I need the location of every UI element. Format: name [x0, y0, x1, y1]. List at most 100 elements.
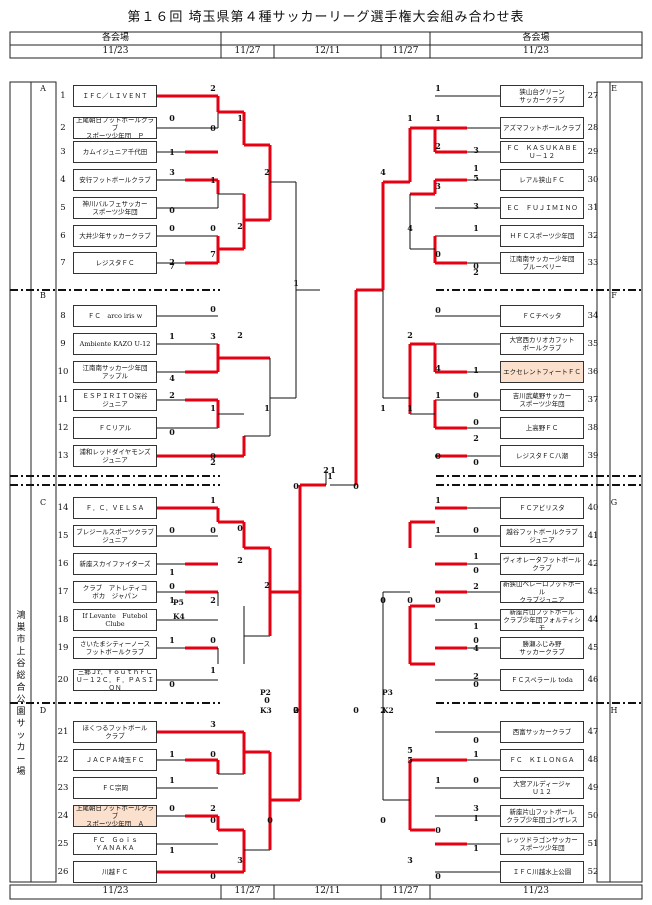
team-number-right: 41 — [587, 531, 599, 541]
score-right: 1 — [435, 113, 441, 123]
score-left: 1 — [169, 331, 175, 341]
score-right: 0 — [473, 457, 479, 467]
score-left: 1 — [330, 465, 336, 475]
score-right: 4 — [435, 363, 441, 373]
score-right: 5 — [407, 745, 413, 755]
team-number-left: 24 — [57, 811, 69, 821]
score-right: 0 — [435, 451, 441, 461]
date-1211-header: 12/11 — [314, 46, 341, 56]
score-left: 3 — [210, 719, 216, 729]
score-right: 0 — [353, 705, 359, 715]
team-name-left: ＦＣリアル — [73, 417, 157, 439]
score-left: 1 — [169, 749, 175, 759]
score-left: 2 — [169, 390, 175, 400]
team-number-left: 4 — [60, 175, 66, 185]
team-number-left: 18 — [57, 615, 69, 625]
score-left: 2 — [237, 221, 243, 231]
group-label-left: B — [40, 291, 46, 300]
team-name-right: 上高野ＦＣ — [500, 417, 584, 439]
team-name-left: 神川バルフェサッカー スポーツ少年団 — [73, 197, 157, 219]
team-name-right: 新座片山フットボール クラブ少年団フォルティシモ — [500, 609, 584, 631]
score-left: 0 — [210, 223, 216, 233]
team-name-right: ＥＣ ＦＵＪＩＭＩＮＯ — [500, 197, 584, 219]
date-right-footer: 11/23 — [523, 886, 549, 896]
score-left: 2 — [237, 330, 243, 340]
score-left: 0 — [210, 451, 216, 461]
team-number-left: 8 — [60, 311, 66, 321]
score-right: 3 — [473, 201, 479, 211]
score-right: 1 — [380, 403, 386, 413]
team-name-right: 狭山台グリーン サッカークラブ — [500, 85, 584, 107]
team-name-left: 安行フットボールクラブ — [73, 169, 157, 191]
team-number-left: 25 — [57, 839, 69, 849]
team-name-right: 大宮アルディージャ Ｕ１２ — [500, 777, 584, 799]
score-left: 2 — [210, 803, 216, 813]
team-number-left: 23 — [57, 783, 69, 793]
score-left: 1 — [169, 595, 175, 605]
score-right: 1 — [327, 471, 333, 481]
team-name-left: 新座スカイファイターズ — [73, 553, 157, 575]
team-name-right: ＦＣチベッタ — [500, 305, 584, 327]
team-number-left: 19 — [57, 643, 69, 653]
team-number-right: 46 — [587, 675, 599, 685]
score-right: 0 — [473, 390, 479, 400]
team-number-left: 17 — [57, 587, 69, 597]
team-number-right: 52 — [587, 867, 599, 877]
score-left: 0 — [210, 749, 216, 759]
score-left: 0 — [169, 581, 175, 591]
score-right: 0 — [473, 261, 479, 271]
team-number-right: 48 — [587, 755, 599, 765]
score-right: 0 — [473, 679, 479, 689]
team-number-left: 1 — [60, 91, 66, 101]
score-right: 0 — [435, 595, 441, 605]
score-left: 2 — [293, 705, 299, 715]
score-left: 4 — [169, 373, 175, 383]
team-name-left: カムイジュニア千代田 — [73, 141, 157, 163]
team-number-left: 9 — [60, 339, 66, 349]
team-number-left: 3 — [60, 147, 66, 157]
team-number-left: 11 — [57, 395, 69, 405]
team-number-left: 16 — [57, 559, 69, 569]
team-name-right: 西富サッカークラブ — [500, 721, 584, 743]
score-right: 3 — [473, 803, 479, 813]
team-name-left: 浦和レッドダイヤモンズ ジュニア — [73, 445, 157, 467]
team-number-left: 6 — [60, 231, 66, 241]
score-right: 1 — [435, 775, 441, 785]
score-left: 0 — [293, 705, 299, 715]
pk-label: P3 — [382, 688, 393, 697]
score-left: 1 — [210, 665, 216, 675]
pk-label: P5 — [173, 598, 184, 607]
pk-label: K3 — [260, 706, 272, 715]
team-number-left: 21 — [57, 727, 69, 737]
score-left: 3 — [210, 331, 216, 341]
team-name-right: レジスタＦＣ八潮 — [500, 445, 584, 467]
team-number-right: 35 — [587, 339, 599, 349]
team-name-left: ＪＡＣＰＡ埼玉ＦＣ — [73, 749, 157, 771]
team-name-left: Ambiente KAZO U-12 — [73, 333, 157, 355]
score-left: 0 — [210, 815, 216, 825]
score-left: 0 — [169, 427, 175, 437]
team-number-right: 38 — [587, 423, 599, 433]
score-right: 0 — [435, 825, 441, 835]
date-1211-footer: 12/11 — [314, 886, 341, 896]
team-number-left: 14 — [57, 503, 69, 513]
score-right: 3 — [407, 855, 413, 865]
score-left: 0 — [169, 113, 175, 123]
team-name-left: If Levante Futebol Clube — [73, 609, 157, 631]
team-name-left: Ｆ．Ｃ．ＶＥＬＳＡ — [73, 497, 157, 519]
team-name-right: ＨＦＣスポーツ少年団 — [500, 225, 584, 247]
score-right: 3 — [473, 145, 479, 155]
team-name-right: ＦＣスペラール toda — [500, 669, 584, 691]
score-right: 2 — [380, 705, 386, 715]
team-number-right: 32 — [587, 231, 599, 241]
score-left: 2 — [210, 457, 216, 467]
team-name-right: レッツドラゴンサッカー スポーツ少年団 — [500, 833, 584, 855]
score-left: 3 — [169, 167, 175, 177]
score-right: 4 — [473, 643, 479, 653]
team-number-right: 37 — [587, 395, 599, 405]
score-right: 1 — [435, 495, 441, 505]
team-number-right: 27 — [587, 91, 599, 101]
team-number-right: 29 — [587, 147, 599, 157]
date-right-header: 11/23 — [523, 46, 549, 56]
score-right: 0 — [473, 417, 479, 427]
